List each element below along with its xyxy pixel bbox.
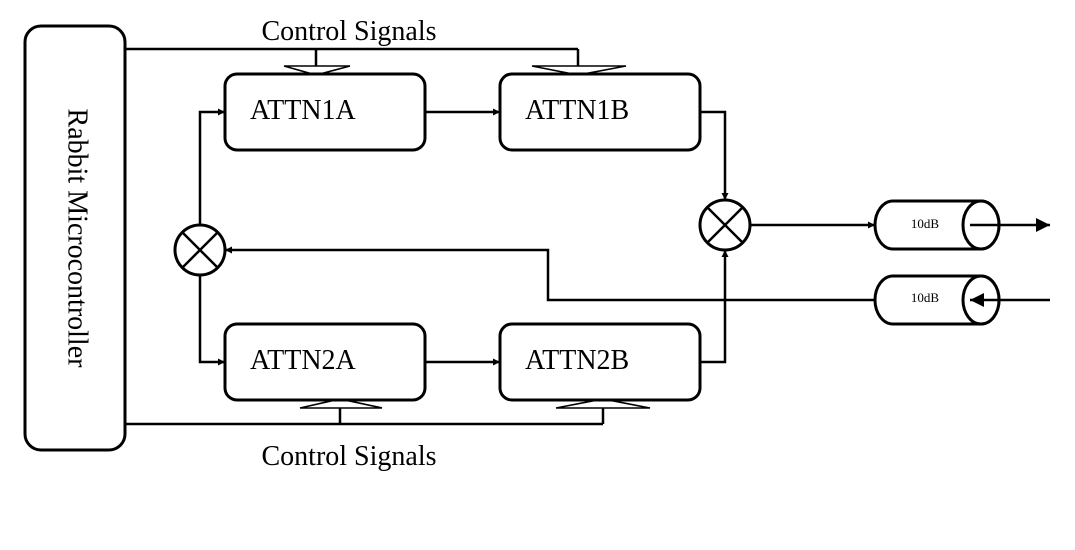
attn2b-block: ATTN2B: [498, 322, 702, 402]
attn1a-block: ATTN1A: [223, 72, 427, 152]
control-arrow-attn2a: [299, 398, 383, 409]
control-bus-top: [125, 47, 627, 76]
attn2b-label: ATTN2B: [525, 345, 629, 376]
combiner-right: [698, 198, 752, 252]
control-arrow-attn1a: [283, 65, 351, 76]
wire-splitter-to-attn2a: [198, 275, 225, 366]
splitter-left: [173, 223, 227, 277]
input-attenuator: 10dB: [873, 274, 1050, 326]
attn1b-block: ATTN1B: [498, 72, 702, 152]
attn1a-label: ATTN1A: [250, 95, 357, 126]
control-arrow-attn2b: [555, 398, 651, 409]
attn2a-label: ATTN2A: [250, 345, 357, 376]
control-arrow-attn1b: [531, 65, 627, 76]
attn1b-label: ATTN1B: [525, 95, 629, 126]
output-attenuator-label: 10dB: [911, 216, 940, 231]
input-attenuator-label: 10dB: [911, 290, 940, 305]
microcontroller-label: Rabbit Microcontroller: [62, 109, 93, 369]
attn2a-block: ATTN2A: [223, 322, 427, 402]
control-signals-bottom-label: Control Signals: [261, 441, 436, 472]
control-signals-top-label: Control Signals: [261, 16, 436, 47]
wire-splitter-to-attn1a: [198, 108, 225, 225]
wire-input-pad-to-splitter: [225, 246, 875, 302]
wire-attn2b-to-combiner: [700, 250, 729, 364]
output-attenuator: 10dB: [873, 199, 1050, 251]
microcontroller-block: Rabbit Microcontroller: [23, 24, 127, 452]
control-bus-bottom: [125, 398, 651, 426]
wire-attn1b-to-combiner: [700, 110, 729, 200]
